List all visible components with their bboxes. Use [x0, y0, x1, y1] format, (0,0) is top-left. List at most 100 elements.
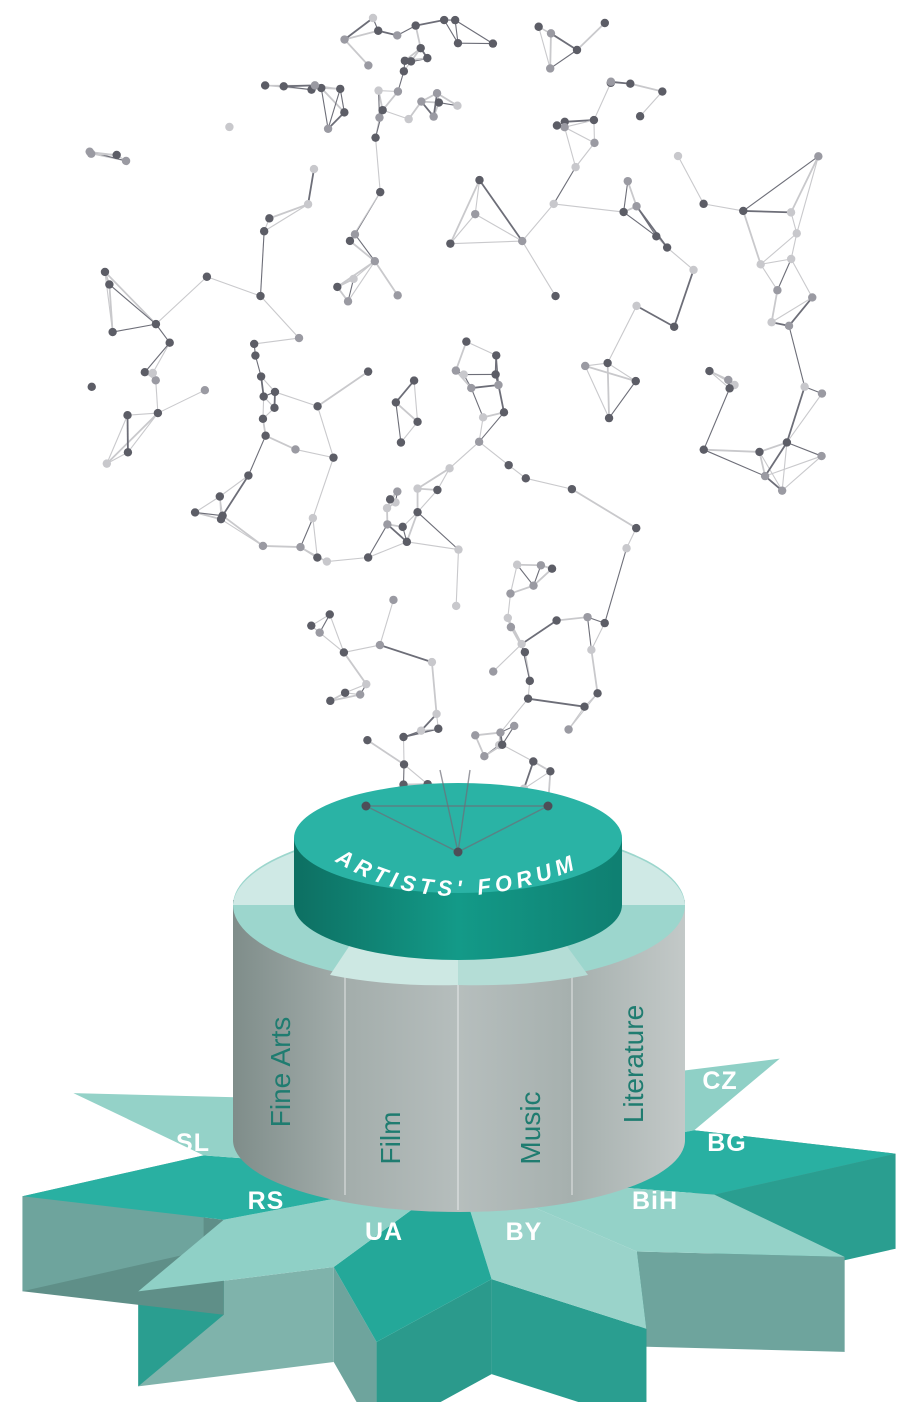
network-edge [474, 180, 481, 215]
network-node [270, 403, 279, 413]
network-edge [155, 380, 159, 414]
network-node [590, 138, 599, 148]
network-node [393, 87, 403, 96]
network-node [364, 61, 373, 70]
network-edge [549, 49, 578, 69]
network-edge [144, 342, 171, 373]
network-node [225, 122, 234, 132]
network-node [323, 124, 333, 134]
network-node [739, 206, 748, 216]
network-node [361, 801, 371, 811]
network-edge [406, 541, 459, 551]
network-node [413, 417, 422, 426]
network-node [492, 351, 501, 360]
star-point [333, 1175, 492, 1342]
network-node [552, 616, 561, 625]
network-node [202, 272, 212, 281]
network-node [529, 581, 538, 590]
network-edge [790, 155, 820, 213]
network-node [310, 81, 320, 90]
network-node [307, 621, 316, 630]
network-node [87, 382, 96, 392]
network-edge [564, 119, 595, 128]
network-edge [300, 546, 328, 563]
network-node [777, 486, 787, 495]
network-edge [259, 231, 265, 297]
network-node [350, 230, 360, 239]
network-edge [576, 22, 606, 51]
network-node [391, 398, 401, 407]
network-node [121, 156, 131, 166]
network-edge [593, 82, 612, 121]
network-edge [516, 564, 534, 586]
network-edge [375, 137, 381, 193]
network-node [572, 45, 582, 55]
network-edge [413, 380, 419, 422]
country-label-bih: BiH [632, 1187, 678, 1215]
network-node [383, 520, 392, 529]
network-node [525, 676, 535, 686]
network-edge [636, 205, 657, 237]
network-node [123, 448, 133, 457]
network-edge [206, 276, 261, 297]
network-edge [379, 644, 433, 663]
network-node [416, 43, 425, 53]
network-node [153, 408, 163, 418]
network-node [190, 508, 200, 517]
network-edge [406, 511, 419, 543]
network-node [453, 847, 463, 857]
network-node [393, 487, 402, 496]
network-node [724, 375, 733, 385]
network-node [580, 702, 589, 711]
network-node [345, 236, 355, 246]
network-edge [623, 181, 629, 213]
network-node [453, 101, 462, 110]
network-edge [354, 234, 376, 262]
network-node [606, 77, 616, 86]
network-node [258, 414, 268, 424]
network-edge [590, 622, 606, 651]
network-node [151, 376, 160, 385]
network-node [564, 725, 573, 734]
network-edge [400, 421, 418, 443]
star-side-face [333, 1267, 377, 1402]
network-edge [330, 693, 361, 702]
network-node [652, 232, 661, 241]
network-node [699, 445, 708, 454]
network-edge [709, 370, 730, 389]
network-edge [470, 387, 484, 418]
network-edge [155, 276, 208, 325]
network-edge [157, 389, 206, 414]
network-edge [108, 284, 114, 333]
network-edge [760, 258, 792, 265]
network-node [669, 322, 679, 331]
network-edge [439, 769, 459, 853]
network-node [454, 545, 463, 554]
country-label-rs: RS [248, 1187, 285, 1215]
network-edge [521, 240, 557, 297]
network-edge [677, 155, 705, 205]
country-label-hr: HR [684, 1002, 722, 1030]
network-edge [786, 386, 806, 443]
star-side-face [636, 1251, 845, 1352]
network-node [773, 286, 782, 295]
network-node [218, 511, 227, 520]
network-edge [378, 90, 381, 118]
network-edge [219, 475, 249, 497]
network-node [313, 402, 322, 411]
network-node [409, 376, 419, 385]
network-node [325, 610, 334, 619]
network-node [506, 589, 515, 598]
network-node [417, 97, 426, 106]
network-node [427, 657, 437, 667]
network-edge [457, 769, 471, 853]
network-node [100, 267, 110, 277]
network-node [626, 79, 635, 88]
network-node [303, 200, 313, 209]
network-node [399, 732, 408, 742]
network-node [362, 679, 371, 689]
network-node [434, 724, 443, 733]
network-edge [417, 511, 459, 551]
network-edge [106, 414, 129, 464]
network-node [404, 114, 413, 124]
